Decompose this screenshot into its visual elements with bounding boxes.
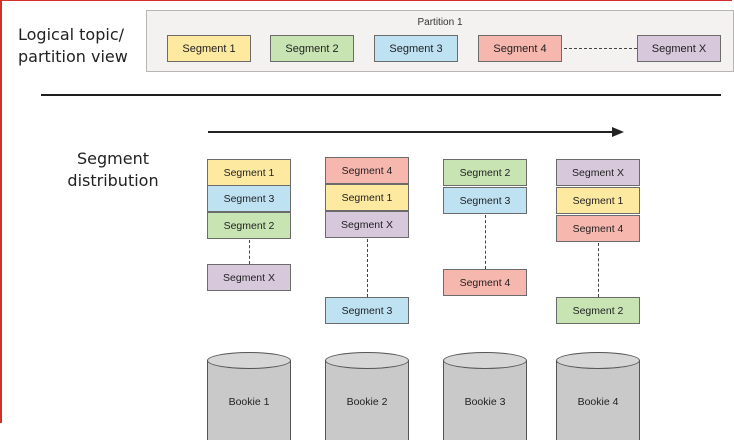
bookie1-segment: Segment 2 [207,212,291,239]
bookie2-label: Bookie 2 [346,396,388,408]
bookie2-cylinder: Bookie 2 [325,352,409,440]
diagram-frame [0,0,732,423]
arrow-head-icon [612,127,624,137]
partition-dashed-connector [564,48,637,49]
bookie1-label: Bookie 1 [228,396,270,408]
partition-segment-x: Segment X [637,35,721,62]
bookie2-segment: Segment 1 [325,184,409,211]
bookie4-dashed-link [598,243,599,297]
bookie3-extra-segment: Segment 4 [443,269,527,296]
bookie3-segment: Segment 2 [443,159,527,186]
bookie4-cylinder: Bookie 4 [556,352,640,440]
bookie4-segment: Segment 1 [556,187,640,214]
bookie1-dashed-link [249,240,250,264]
bookie1-segment: Segment 3 [207,185,291,212]
partition-segment-1: Segment 1 [167,35,251,62]
bookie3-label: Bookie 3 [464,396,506,408]
bookie2-dashed-link [367,239,368,297]
logical-view-heading: Logical topic/ partition view [18,25,128,66]
bookie4-segment: Segment 4 [556,215,640,242]
bookie1-extra-segment: Segment X [207,264,291,291]
distribution-heading: Segment distribution [67,149,159,190]
bookie4-extra-segment: Segment 2 [556,297,640,324]
bookie2-segment: Segment 4 [325,157,409,184]
bookie3-segment: Segment 3 [443,187,527,214]
distribution-arrow [208,131,616,133]
bookie2-extra-segment: Segment 3 [325,297,409,324]
bookie1-segment: Segment 1 [207,159,291,186]
partition-segment-4: Segment 4 [478,35,562,62]
partition-segment-2: Segment 2 [270,35,354,62]
partition-title: Partition 1 [417,17,463,28]
partition-box: Partition 1 Segment 1 Segment 2 Segment … [146,10,734,72]
section-divider [41,94,721,96]
bookie3-dashed-link [485,215,486,269]
bookie2-segment: Segment X [325,211,409,238]
partition-segment-3: Segment 3 [374,35,458,62]
bookie1-cylinder: Bookie 1 [207,352,291,440]
bookie4-label: Bookie 4 [577,396,619,408]
bookie3-cylinder: Bookie 3 [443,352,527,440]
bookie4-segment: Segment X [556,159,640,186]
